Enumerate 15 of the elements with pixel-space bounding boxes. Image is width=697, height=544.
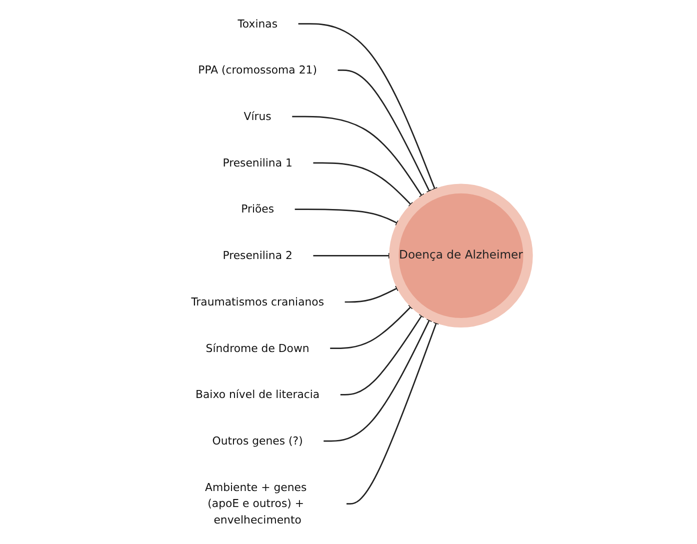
node-text: Toxinas [238, 17, 278, 30]
node-text: PPA (cromossoma 21) [198, 63, 317, 76]
arrow [330, 303, 414, 350]
node-text: Ambiente + genes (apoE e outros) + envelhecimento [204, 480, 307, 526]
node-text: Síndrome de Down [206, 342, 310, 354]
arrow [292, 116, 425, 200]
node-text: Presenilina 1 [222, 156, 292, 170]
node-circle: Doença de Alzheimer [389, 184, 533, 328]
arrow [340, 312, 425, 396]
node-text: Presenilina 2 [222, 248, 292, 262]
node-text: Priões [241, 202, 274, 216]
node-text: Baixo nível de literacia [196, 388, 320, 401]
node-text: Traumatismos cranianos [191, 295, 324, 308]
node-text: Vírus [244, 110, 272, 123]
node-text: Outros genes (?) [212, 434, 303, 448]
